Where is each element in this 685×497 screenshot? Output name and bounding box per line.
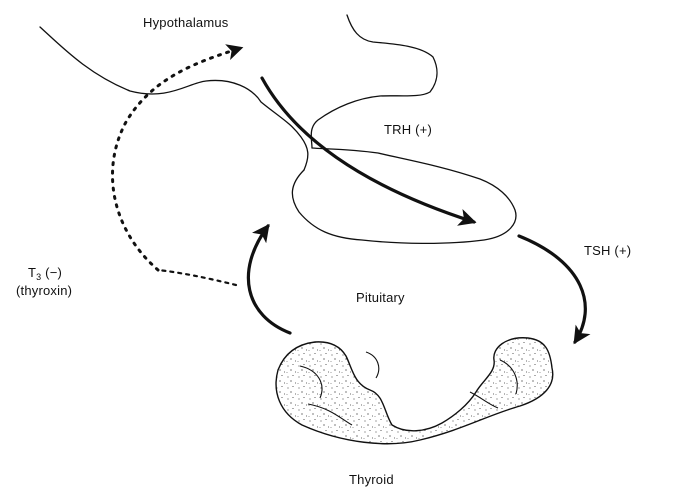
tsh-arrow: [519, 236, 585, 342]
trh-label: TRH (+): [384, 123, 432, 138]
t3-label: T3 (−): [28, 266, 62, 282]
pituitary-label: Pituitary: [356, 291, 405, 306]
thyroid-gland: [276, 338, 553, 444]
hypothalamus-label: Hypothalamus: [143, 16, 229, 31]
t3-dashed-link: [158, 270, 236, 285]
t3-label-base: T: [28, 265, 36, 280]
t3-label-sign: (−): [41, 265, 62, 280]
thyroid-output-arrow: [248, 226, 290, 333]
tsh-label: TSH (+): [584, 244, 631, 259]
hypothalamus-outline: [40, 27, 308, 170]
thyroxin-label: (thyroxin): [16, 284, 72, 299]
thyroid-label: Thyroid: [349, 473, 394, 488]
